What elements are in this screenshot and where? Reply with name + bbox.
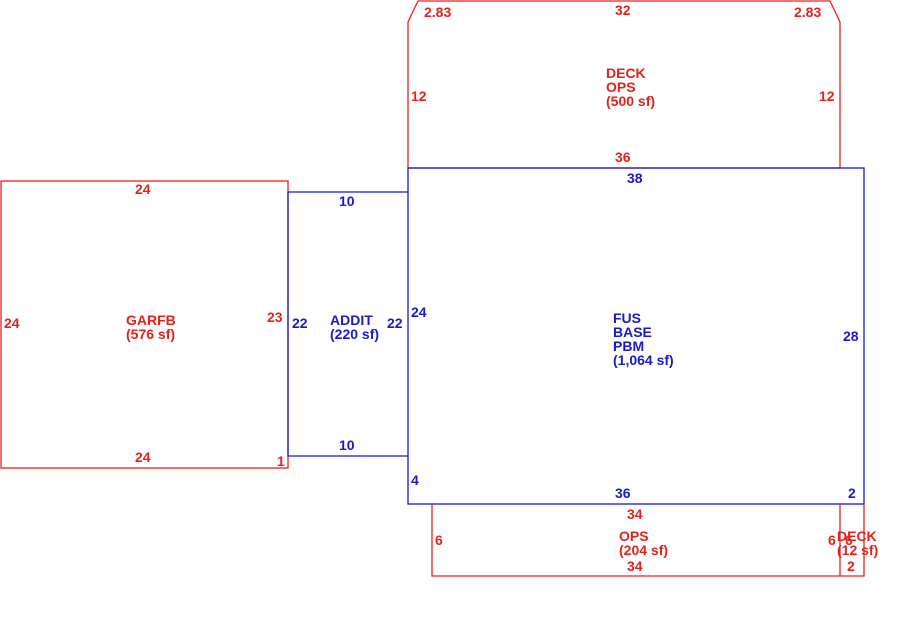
deck-top-dim-top: 32 [615, 2, 631, 18]
fus-dim-left-lower: 4 [411, 472, 419, 488]
garfb-dim-top: 24 [135, 181, 151, 197]
deck-small-label: DECK [837, 528, 877, 544]
deck-small-dim-bottom: 2 [847, 558, 855, 574]
fus-dim-right: 28 [843, 328, 859, 344]
deck-small-dim-right: 6 [845, 532, 853, 548]
deck-top-label-1: DECK [606, 65, 646, 81]
fus-dim-right-lower: 2 [848, 485, 856, 501]
garfb-dim-right: 23 [267, 309, 283, 325]
fus-dim-left: 24 [411, 304, 427, 320]
deck-top-dim-chamfer-right: 2.83 [794, 4, 821, 20]
fus-outline [407, 167, 865, 505]
deck-small-dim-left: 6 [828, 532, 836, 548]
fus-label-1: FUS [613, 310, 641, 326]
deck-top-dim-left: 12 [411, 88, 427, 104]
ops-bottom-dim-top: 34 [627, 506, 643, 522]
fus-label-3: PBM [613, 338, 644, 354]
deck-top-dim-bottom: 36 [615, 149, 631, 165]
deck-top-dim-chamfer-left: 2.83 [424, 4, 451, 20]
deck-small-area: (12 sf) [837, 542, 878, 558]
fus-dim-top: 38 [627, 170, 643, 186]
addit-outline [287, 191, 408, 457]
deck-top-area: (500 sf) [606, 93, 655, 109]
deck-top-dim-right: 12 [819, 88, 835, 104]
addit-dim-right: 22 [387, 315, 403, 331]
ops-bottom-dim-left: 6 [435, 532, 443, 548]
garfb-dim-bottom: 24 [135, 449, 151, 465]
garfb-dim-left: 24 [4, 315, 20, 331]
addit-dim-top: 10 [339, 193, 355, 209]
fus-dim-bottom: 36 [615, 485, 631, 501]
garfb-label: GARFB [126, 312, 176, 328]
ops-bottom-outline [431, 504, 841, 577]
deck-small-outline [840, 504, 865, 577]
garfb-dim-right-small: 1 [277, 453, 285, 469]
ops-bottom-label: OPS [619, 528, 649, 544]
deck-top-label-2: OPS [606, 79, 636, 95]
addit-label: ADDIT [330, 312, 373, 328]
ops-bottom-dim-bottom: 34 [627, 558, 643, 574]
addit-area: (220 sf) [330, 326, 379, 342]
fus-area: (1,064 sf) [613, 352, 674, 368]
addit-dim-bottom: 10 [339, 437, 355, 453]
ops-bottom-area: (204 sf) [619, 542, 668, 558]
garfb-area: (576 sf) [126, 326, 175, 342]
addit-dim-left: 22 [292, 315, 308, 331]
fus-label-2: BASE [613, 324, 652, 340]
